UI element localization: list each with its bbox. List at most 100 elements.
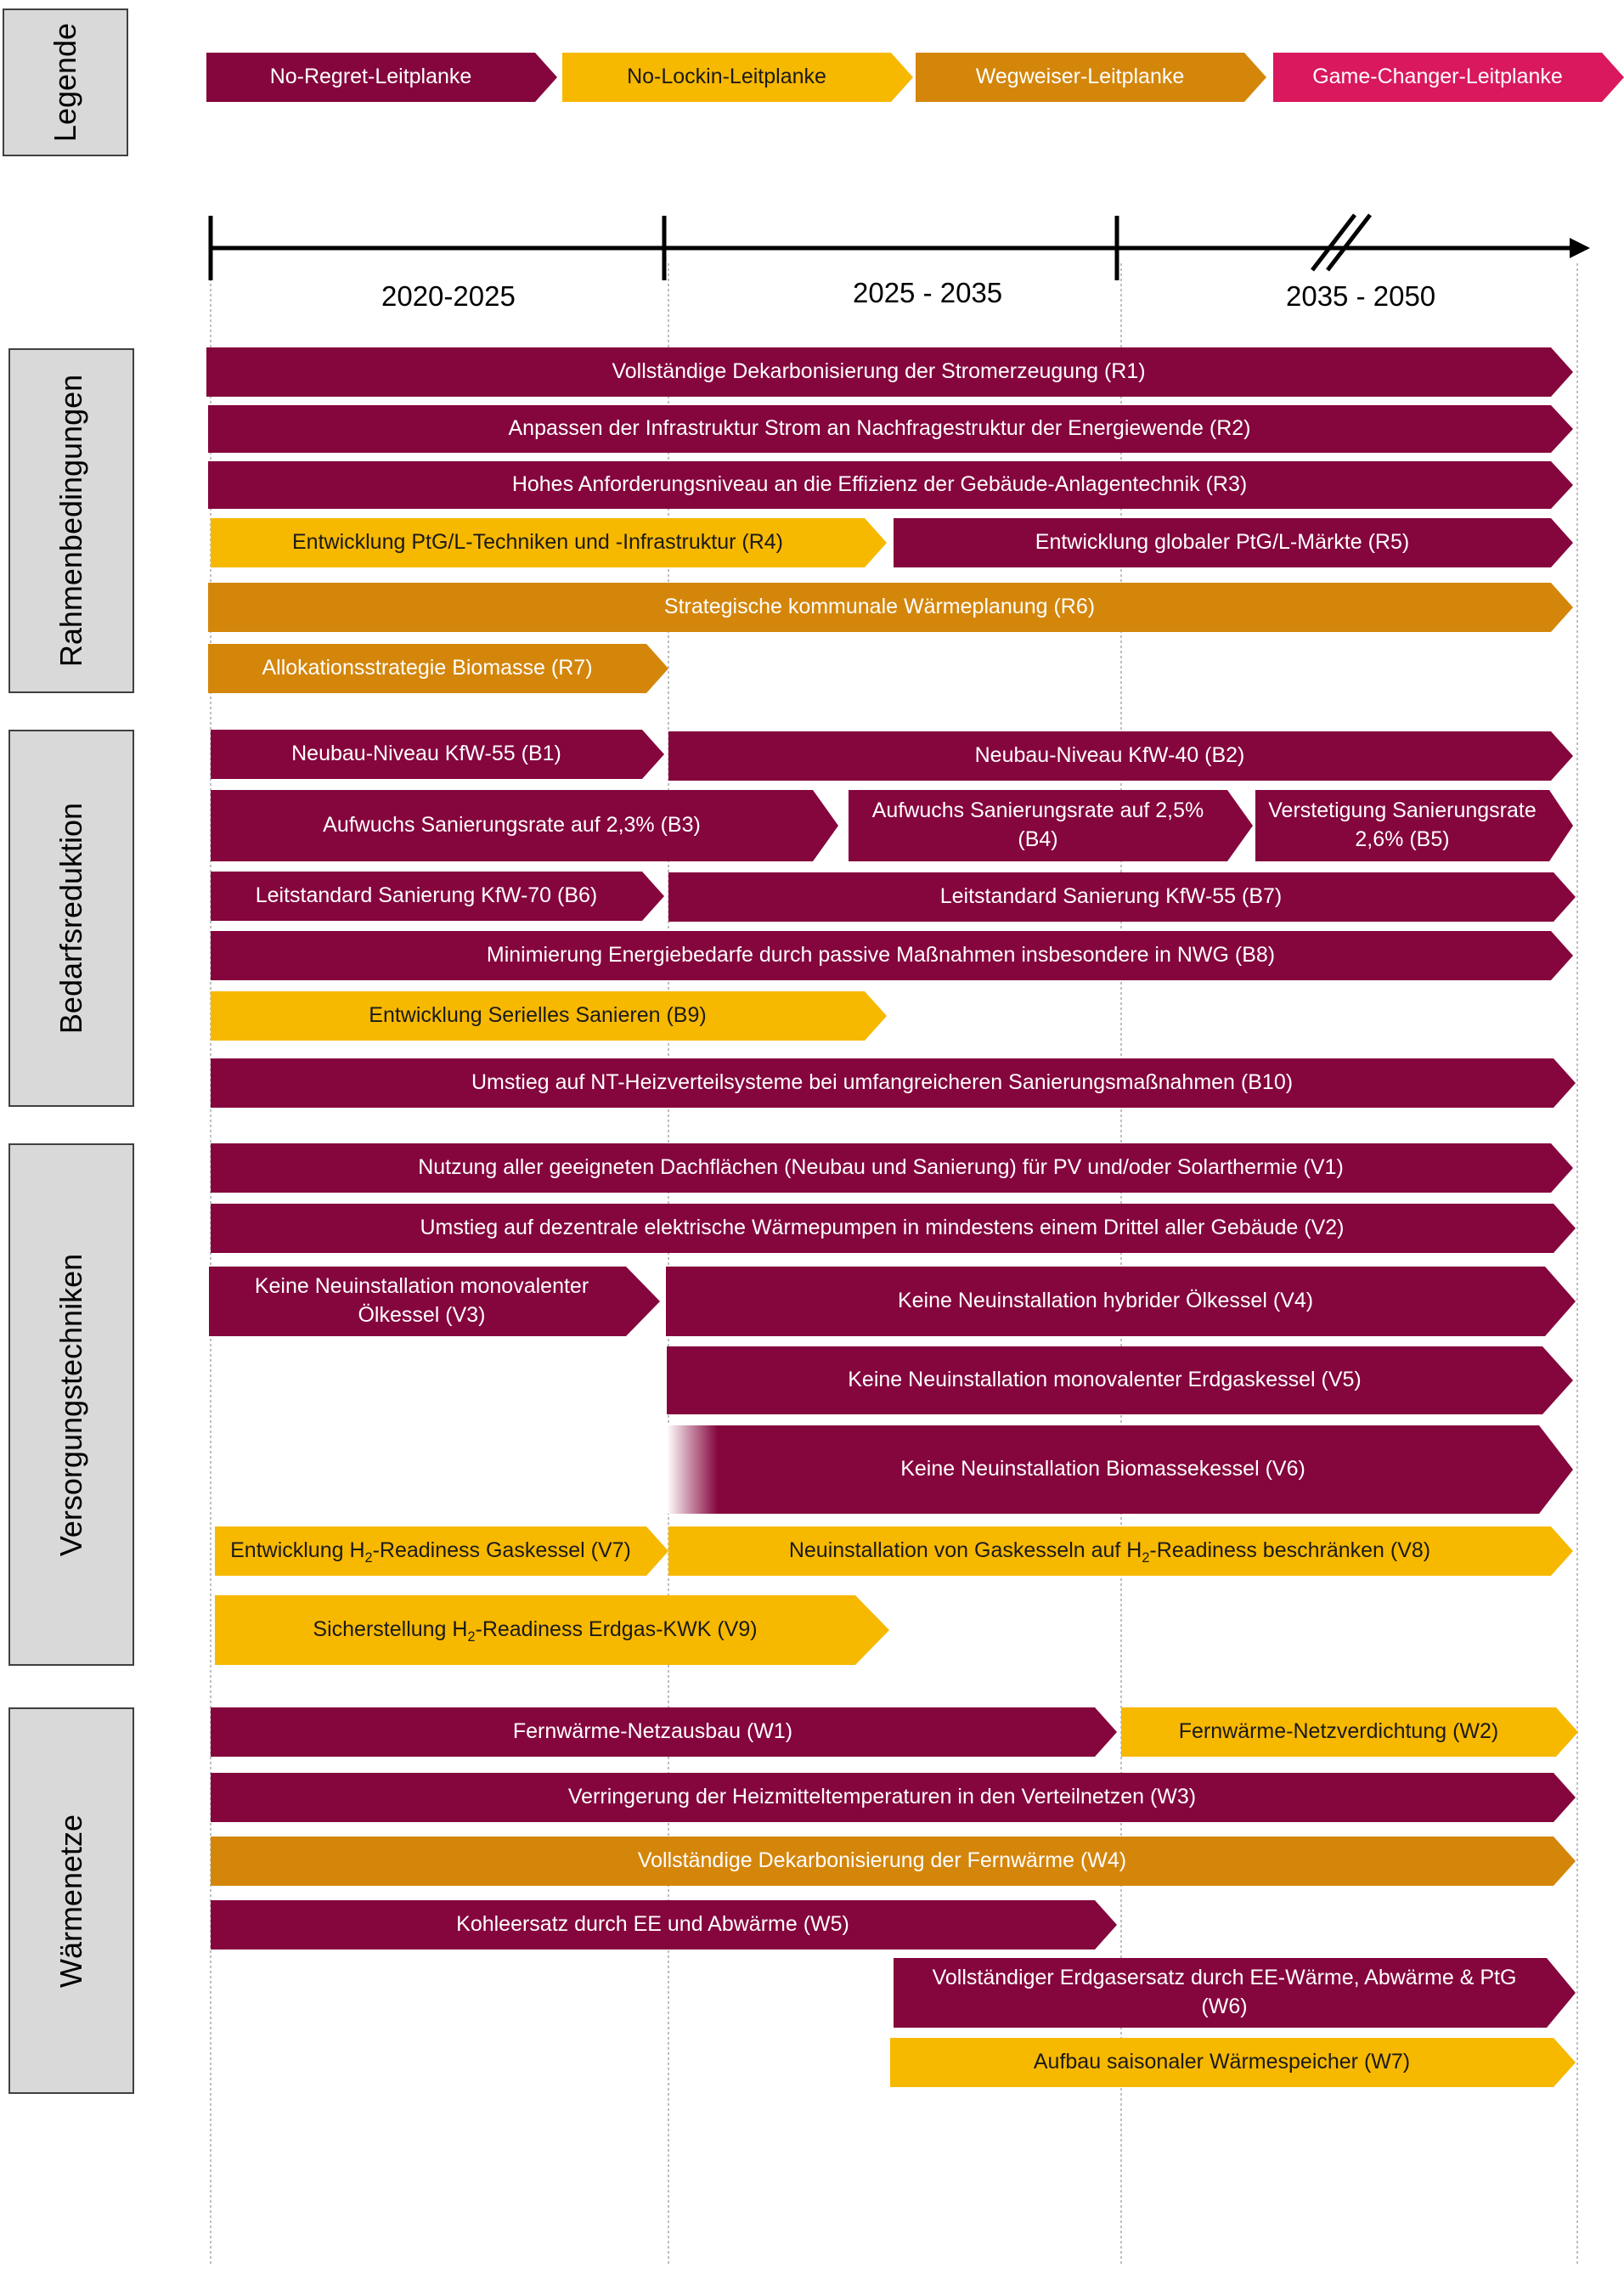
measure-bar: Fernwärme-Netzausbau (W1): [211, 1707, 1117, 1757]
measure-label: Aufwuchs Sanierungsrate auf 2,5% (B4): [871, 798, 1204, 851]
measure-bar: Hohes Anforderungsniveau an die Effizien…: [208, 461, 1573, 509]
measure-bar: Vollständige Dekarbonisierung der Strome…: [206, 347, 1573, 397]
section-versorgungstechniken: Versorgungstechniken: [8, 1143, 134, 1666]
measure-label: Leitstandard Sanierung KfW-55 (B7): [939, 884, 1283, 909]
measure-bar: Allokationsstrategie Biomasse (R7): [208, 644, 668, 693]
measure-bar: Leitstandard Sanierung KfW-55 (B7): [668, 872, 1576, 922]
legend-item-no-regret: No-Regret-Leitplanke: [206, 53, 557, 102]
measure-bar: Vollständiger Erdgasersatz durch EE-Wärm…: [894, 1958, 1576, 2028]
legend-title: Legende: [48, 22, 82, 143]
section-bedarfsreduktion: Bedarfsreduktion: [8, 730, 134, 1107]
timeline-arrowhead: [1570, 238, 1590, 258]
section-label: Wärmenetze: [54, 1814, 88, 1988]
measure-label: Nutzung aller geeigneten Dachflächen (Ne…: [418, 1155, 1344, 1180]
legend-item-wegweiser: Wegweiser-Leitplanke: [916, 53, 1266, 102]
measure-label: Neuinstallation von Gaskesseln auf H2-Re…: [789, 1537, 1452, 1566]
period-label: 2035 - 2050: [1286, 280, 1436, 312]
measure-label: Aufwuchs Sanierungsrate auf 2,3% (B3): [323, 813, 701, 838]
measure-bar: Entwicklung Serielles Sanieren (B9): [211, 991, 887, 1041]
measure-label: Entwicklung PtG/L-Techniken und -Infrast…: [291, 530, 783, 555]
measure-bar: Neubau-Niveau KfW-40 (B2): [668, 731, 1573, 781]
measure-bar: Aufbau saisonaler Wärmespeicher (W7): [890, 2038, 1576, 2087]
section-label: Bedarfsreduktion: [54, 802, 88, 1035]
measure-label: Fernwärme-Netzausbau (W1): [512, 1719, 793, 1744]
section-label: Rahmenbedingungen: [54, 374, 88, 668]
axis-break-mark: [1326, 213, 1372, 272]
measure-label-subscript: 2: [467, 1629, 476, 1645]
legend-label: No-Regret-Leitplanke: [269, 65, 472, 89]
measure-label: Keine Neuinstallation hybrider Ölkessel …: [897, 1289, 1314, 1313]
legend-label: No-Lockin-Leitplanke: [627, 65, 826, 89]
measure-label-part: -Readiness Erdgas-KWK (V9): [475, 1617, 758, 1642]
measure-label: Minimierung Energiebedarfe durch passive…: [486, 943, 1276, 968]
measure-label: Neubau-Niveau KfW-40 (B2): [974, 743, 1245, 768]
section-label: Versorgungstechniken: [54, 1253, 88, 1556]
measure-bar: Keine Neuinstallation monovalenter Ölkes…: [209, 1267, 660, 1336]
measure-bar: Verstetigung Sanierungsrate 2,6% (B5): [1255, 790, 1573, 861]
measure-label: Verringerung der Heizmitteltemperaturen …: [567, 1785, 1197, 1809]
measure-label: Strategische kommunale Wärmeplanung (R6): [663, 595, 1096, 619]
measure-label-part: Sicherstellung H: [313, 1617, 468, 1642]
measure-bar: Entwicklung PtG/L-Techniken und -Infrast…: [211, 518, 887, 567]
period-label: 2025 - 2035: [853, 277, 1003, 308]
measure-bar: Neuinstallation von Gaskesseln auf H2-Re…: [668, 1526, 1573, 1576]
measure-label: Leitstandard Sanierung KfW-70 (B6): [255, 883, 598, 908]
measure-bar: Aufwuchs Sanierungsrate auf 2,5% (B4): [849, 790, 1253, 861]
measure-label: Entwicklung globaler PtG/L-Märkte (R5): [1035, 530, 1410, 555]
measure-bar: Strategische kommunale Wärmeplanung (R6): [208, 583, 1573, 632]
measure-bar: Aufwuchs Sanierungsrate auf 2,3% (B3): [211, 790, 838, 861]
legend-label: Game-Changer-Leitplanke: [1312, 65, 1563, 89]
measure-label-part: -Readiness beschränken (V8): [1149, 1538, 1431, 1563]
measure-bar: Keine Neuinstallation Biomassekessel (V6…: [667, 1425, 1573, 1514]
measure-label: Keine Neuinstallation monovalenter Ölkes…: [254, 1274, 589, 1327]
measure-label: Entwicklung Serielles Sanieren (B9): [369, 1003, 707, 1028]
measure-label: Keine Neuinstallation monovalenter Erdga…: [848, 1368, 1362, 1392]
measure-label: Allokationsstrategie Biomasse (R7): [262, 656, 593, 680]
measure-label: Entwicklung H2-Readiness Gaskessel (V7): [230, 1537, 653, 1566]
measure-label: Vollständiger Erdgasersatz durch EE-Wärm…: [932, 1966, 1517, 2018]
measure-bar: Verringerung der Heizmitteltemperaturen …: [211, 1773, 1576, 1822]
measure-bar: Anpassen der Infrastruktur Strom an Nach…: [208, 405, 1573, 453]
measure-label: Umstieg auf NT-Heizverteilsysteme bei um…: [471, 1070, 1294, 1095]
measure-bar: Leitstandard Sanierung KfW-70 (B6): [211, 872, 664, 921]
measure-label: Fernwärme-Netzverdichtung (W2): [1178, 1719, 1499, 1744]
measure-bar: Nutzung aller geeigneten Dachflächen (Ne…: [211, 1143, 1573, 1193]
measure-label: Neubau-Niveau KfW-55 (B1): [291, 742, 561, 766]
measure-label: Sicherstellung H2-Readiness Erdgas-KWK (…: [313, 1616, 791, 1645]
measure-bar: Keine Neuinstallation hybrider Ölkessel …: [666, 1267, 1576, 1336]
section-waermenetze: Wärmenetze: [8, 1707, 134, 2094]
measure-bar: Kohleersatz durch EE und Abwärme (W5): [211, 1900, 1117, 1950]
measure-label-subscript: 2: [1142, 1550, 1150, 1566]
legend-label: Wegweiser-Leitplanke: [975, 65, 1185, 89]
section-rahmenbedingungen: Rahmenbedingungen: [8, 348, 134, 693]
measure-bar: Keine Neuinstallation monovalenter Erdga…: [667, 1346, 1573, 1414]
measure-label: Vollständige Dekarbonisierung der Fernwä…: [637, 1848, 1127, 1873]
measure-bar: Fernwärme-Netzverdichtung (W2): [1121, 1707, 1578, 1757]
measure-bar: Vollständige Dekarbonisierung der Fernwä…: [211, 1837, 1576, 1886]
measure-bar: Minimierung Energiebedarfe durch passive…: [211, 931, 1573, 980]
legend-item-no-lockin: No-Lockin-Leitplanke: [562, 53, 913, 102]
period-label: 2020-2025: [381, 280, 516, 312]
measure-label: Hohes Anforderungsniveau an die Effizien…: [511, 472, 1248, 497]
measure-bar: Sicherstellung H2-Readiness Erdgas-KWK (…: [215, 1595, 889, 1665]
measure-label: Kohleersatz durch EE und Abwärme (W5): [456, 1912, 849, 1937]
measure-label: Verstetigung Sanierungsrate 2,6% (B5): [1268, 798, 1537, 851]
axis-break-mark: [1311, 213, 1356, 272]
legend-box: Legende: [3, 8, 128, 156]
measure-bar: Neubau-Niveau KfW-55 (B1): [211, 730, 664, 779]
legend-item-game-changer: Game-Changer-Leitplanke: [1273, 53, 1624, 102]
measure-label-subscript: 2: [364, 1550, 373, 1566]
measure-bar: Entwicklung globaler PtG/L-Märkte (R5): [894, 518, 1573, 567]
measure-bar: Entwicklung H2-Readiness Gaskessel (V7): [215, 1526, 668, 1576]
measure-label-part: Neuinstallation von Gaskesseln auf H: [788, 1538, 1142, 1563]
measure-bar: Umstieg auf dezentrale elektrische Wärme…: [211, 1204, 1576, 1253]
measure-label: Umstieg auf dezentrale elektrische Wärme…: [420, 1216, 1345, 1240]
measure-bar: Umstieg auf NT-Heizverteilsysteme bei um…: [211, 1058, 1576, 1108]
measure-label: Keine Neuinstallation Biomassekessel (V6…: [900, 1457, 1305, 1481]
measure-label: Aufbau saisonaler Wärmespeicher (W7): [1033, 2050, 1411, 2074]
measure-label: Anpassen der Infrastruktur Strom an Nach…: [508, 416, 1251, 441]
measure-label-part: -Readiness Gaskessel (V7): [372, 1538, 631, 1563]
measure-label: Vollständige Dekarbonisierung der Strome…: [612, 359, 1146, 384]
measure-label-part: Entwicklung H: [230, 1538, 365, 1563]
